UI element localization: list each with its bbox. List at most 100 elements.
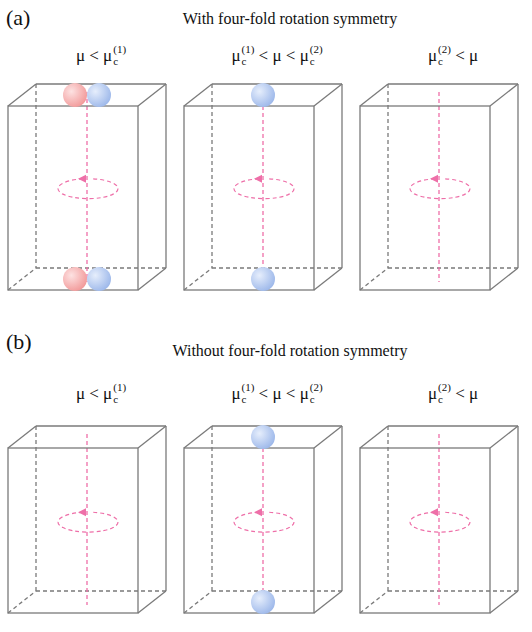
arrow-head	[430, 508, 438, 516]
box-edge	[490, 426, 518, 448]
box-edge	[388, 267, 518, 268]
sub-sup: (2)c	[310, 44, 323, 67]
rotation-arrow	[410, 179, 470, 199]
rotation-arrow	[234, 179, 294, 199]
blue-sphere	[251, 267, 275, 291]
subscript: c	[242, 394, 255, 406]
subscript: c	[310, 56, 323, 68]
subscript: c	[113, 56, 126, 68]
rotation-axis	[86, 92, 87, 282]
sub-sup: (1)c	[113, 382, 126, 405]
condition-heading: μ < μ(1)c	[76, 384, 126, 407]
condition-text: μ	[231, 46, 240, 65]
box-edge	[35, 426, 36, 591]
box-edge	[490, 268, 518, 290]
condition-heading: μ(2)c< μ	[428, 46, 478, 69]
red-sphere	[63, 267, 87, 291]
panel-label: (a)	[6, 6, 30, 30]
box-edge	[165, 84, 166, 268]
superscript: (2)	[310, 382, 323, 394]
arrow-head	[254, 175, 262, 183]
red-sphere	[63, 83, 87, 107]
condition-text: < μ < μ	[259, 384, 309, 403]
subscript: c	[113, 394, 126, 406]
subscript: c	[438, 394, 451, 406]
box-front	[360, 448, 490, 613]
box-edge	[212, 425, 342, 426]
blue-sphere	[87, 83, 111, 107]
box-edge	[314, 268, 342, 290]
box-edge	[314, 426, 342, 448]
box-edge	[165, 426, 166, 591]
subscript: c	[310, 394, 323, 406]
box-edge	[8, 268, 36, 290]
box-edge	[36, 590, 166, 591]
rotation-arrow	[58, 179, 118, 199]
box-edge	[388, 425, 518, 426]
rotation-axis	[262, 92, 263, 282]
box-edge	[341, 426, 342, 591]
box-edge	[212, 267, 342, 268]
box-edge	[211, 84, 212, 268]
box-edge	[517, 84, 518, 268]
box-edge	[184, 84, 212, 106]
box-edge	[387, 84, 388, 268]
sub-sup: (1)c	[113, 44, 126, 67]
panel-title: With four-fold rotation symmetry	[183, 10, 398, 28]
box-edge	[8, 591, 36, 613]
rotation-arrow	[234, 512, 294, 532]
rotation-axis	[86, 434, 87, 605]
box-edge	[360, 268, 388, 290]
condition-text: μ < μ	[76, 46, 112, 65]
box-edge	[211, 426, 212, 591]
subscript: c	[242, 56, 255, 68]
box-edge	[138, 426, 166, 448]
box-edge	[341, 84, 342, 268]
arrow-head	[254, 508, 262, 516]
box-edge	[8, 84, 36, 106]
box-edge	[184, 268, 212, 290]
box-edge	[490, 591, 518, 613]
rotation-arrow	[410, 512, 470, 532]
box-edge	[360, 84, 388, 106]
superscript: (1)	[113, 382, 126, 394]
sub-sup: (2)c	[310, 382, 323, 405]
rotation-axis	[438, 434, 439, 605]
panel-label: (b)	[6, 330, 32, 354]
arrow-head	[78, 175, 86, 183]
condition-text: < μ < μ	[259, 46, 309, 65]
arrow-head	[430, 175, 438, 183]
sub-sup: (1)c	[242, 382, 255, 405]
condition-heading: μ(1)c< μ < μ(2)c	[231, 384, 322, 407]
box-edge	[184, 591, 212, 613]
box-edge	[184, 426, 212, 448]
box-edge	[360, 426, 388, 448]
sub-sup: (1)c	[242, 44, 255, 67]
sub-sup: (2)c	[438, 382, 451, 405]
box-edge	[387, 426, 388, 591]
box-front	[8, 448, 138, 613]
superscript: (2)	[438, 382, 451, 394]
box-edge	[212, 590, 342, 591]
blue-sphere	[251, 83, 275, 107]
condition-text: μ	[231, 384, 240, 403]
box-edge	[360, 591, 388, 613]
box-edge	[138, 84, 166, 106]
box-edge	[8, 426, 36, 448]
box-front	[184, 106, 314, 290]
condition-text: < μ	[455, 46, 478, 65]
box-edge	[490, 84, 518, 106]
rotation-axis	[262, 434, 263, 605]
box-edge	[388, 83, 518, 84]
sub-sup: (2)c	[438, 44, 451, 67]
box-edge	[138, 268, 166, 290]
superscript: (1)	[242, 44, 255, 56]
subscript: c	[438, 56, 451, 68]
box-front	[8, 106, 138, 290]
box-front	[360, 106, 490, 290]
box-edge	[314, 84, 342, 106]
blue-sphere	[251, 425, 275, 449]
condition-text: μ < μ	[76, 384, 112, 403]
superscript: (1)	[113, 44, 126, 56]
